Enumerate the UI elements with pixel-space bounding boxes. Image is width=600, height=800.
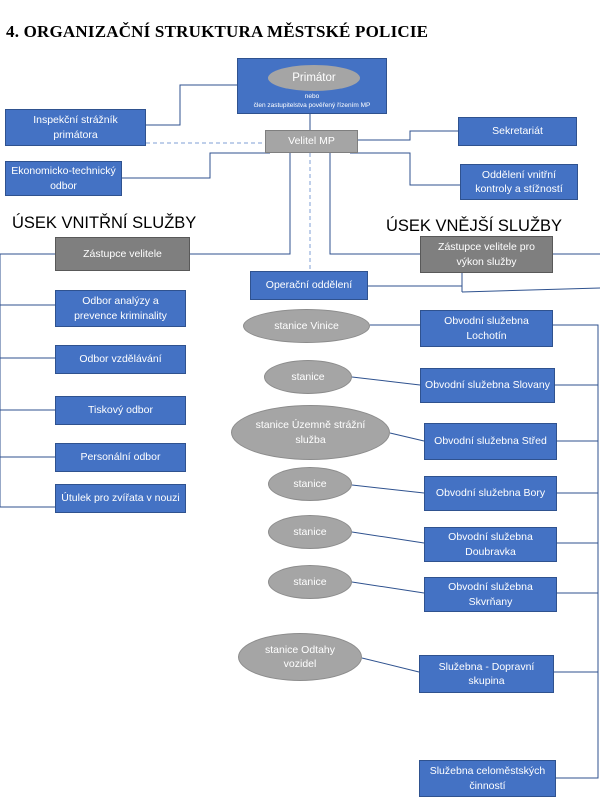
mayor-label: Primátor — [268, 65, 360, 91]
analysis-box: Odbor analýzy a prevence kriminality — [55, 290, 186, 327]
commander-box: Velitel MP — [265, 130, 358, 153]
office-traffic: Služebna - Dopravní skupina — [419, 655, 554, 693]
office-slovany: Obvodní služebna Slovany — [420, 368, 555, 403]
secretariat-box: Sekretariát — [458, 117, 577, 146]
station-skvrnany: stanice — [268, 565, 352, 599]
office-bory: Obvodní služebna Bory — [424, 476, 557, 511]
section-external-heading: ÚSEK VNĚJŠÍ SLUŽBY — [386, 217, 563, 235]
office-lochotin: Obvodní služebna Lochotín — [420, 310, 553, 347]
station-uzemne: stanice Územně strážní služba — [231, 405, 390, 460]
station-odtahy: stanice Odtahy vozidel — [238, 633, 362, 681]
internal-control-box: Oddělení vnitřní kontroly a stížností — [460, 164, 578, 200]
mayor-alt: člen zastupitelstva pověřený řízením MP — [253, 102, 371, 109]
section-internal-heading: ÚSEK VNITŘNÍ SLUŽBY — [12, 214, 197, 232]
press-box: Tiskový odbor — [55, 396, 186, 425]
station-vinice: stanice Vinice — [243, 309, 370, 343]
external-deputy-box: Zástupce velitele pro výkon služby — [420, 236, 553, 273]
office-doubravka: Obvodní služebna Doubravka — [424, 527, 557, 562]
station-bory: stanice — [268, 467, 352, 501]
mayor-box: Primátor nebo člen zastupitelstva pověře… — [237, 58, 387, 114]
shelter-box: Útulek pro zvířata v nouzi — [55, 484, 186, 513]
station-slovany: stanice — [264, 360, 352, 394]
inspection-box: Inspekční strážník primátora — [5, 109, 146, 146]
station-doubravka: stanice — [268, 515, 352, 549]
page-title: 4. ORGANIZAČNÍ STRUKTURA MĚSTSKÉ POLICIE — [6, 22, 429, 41]
operations-box: Operační oddělení — [250, 271, 368, 300]
office-citywide: Služebna celoměstských činností — [419, 760, 556, 797]
office-skvrnany: Obvodní služebna Skvrňany — [424, 577, 557, 612]
internal-deputy-box: Zástupce velitele — [55, 237, 190, 271]
office-stred: Obvodní služebna Střed — [424, 423, 557, 460]
education-box: Odbor vzdělávání — [55, 345, 186, 374]
mayor-or: nebo — [304, 93, 320, 100]
personnel-box: Personální odbor — [55, 443, 186, 472]
economic-box: Ekonomicko-technický odbor — [5, 161, 122, 196]
